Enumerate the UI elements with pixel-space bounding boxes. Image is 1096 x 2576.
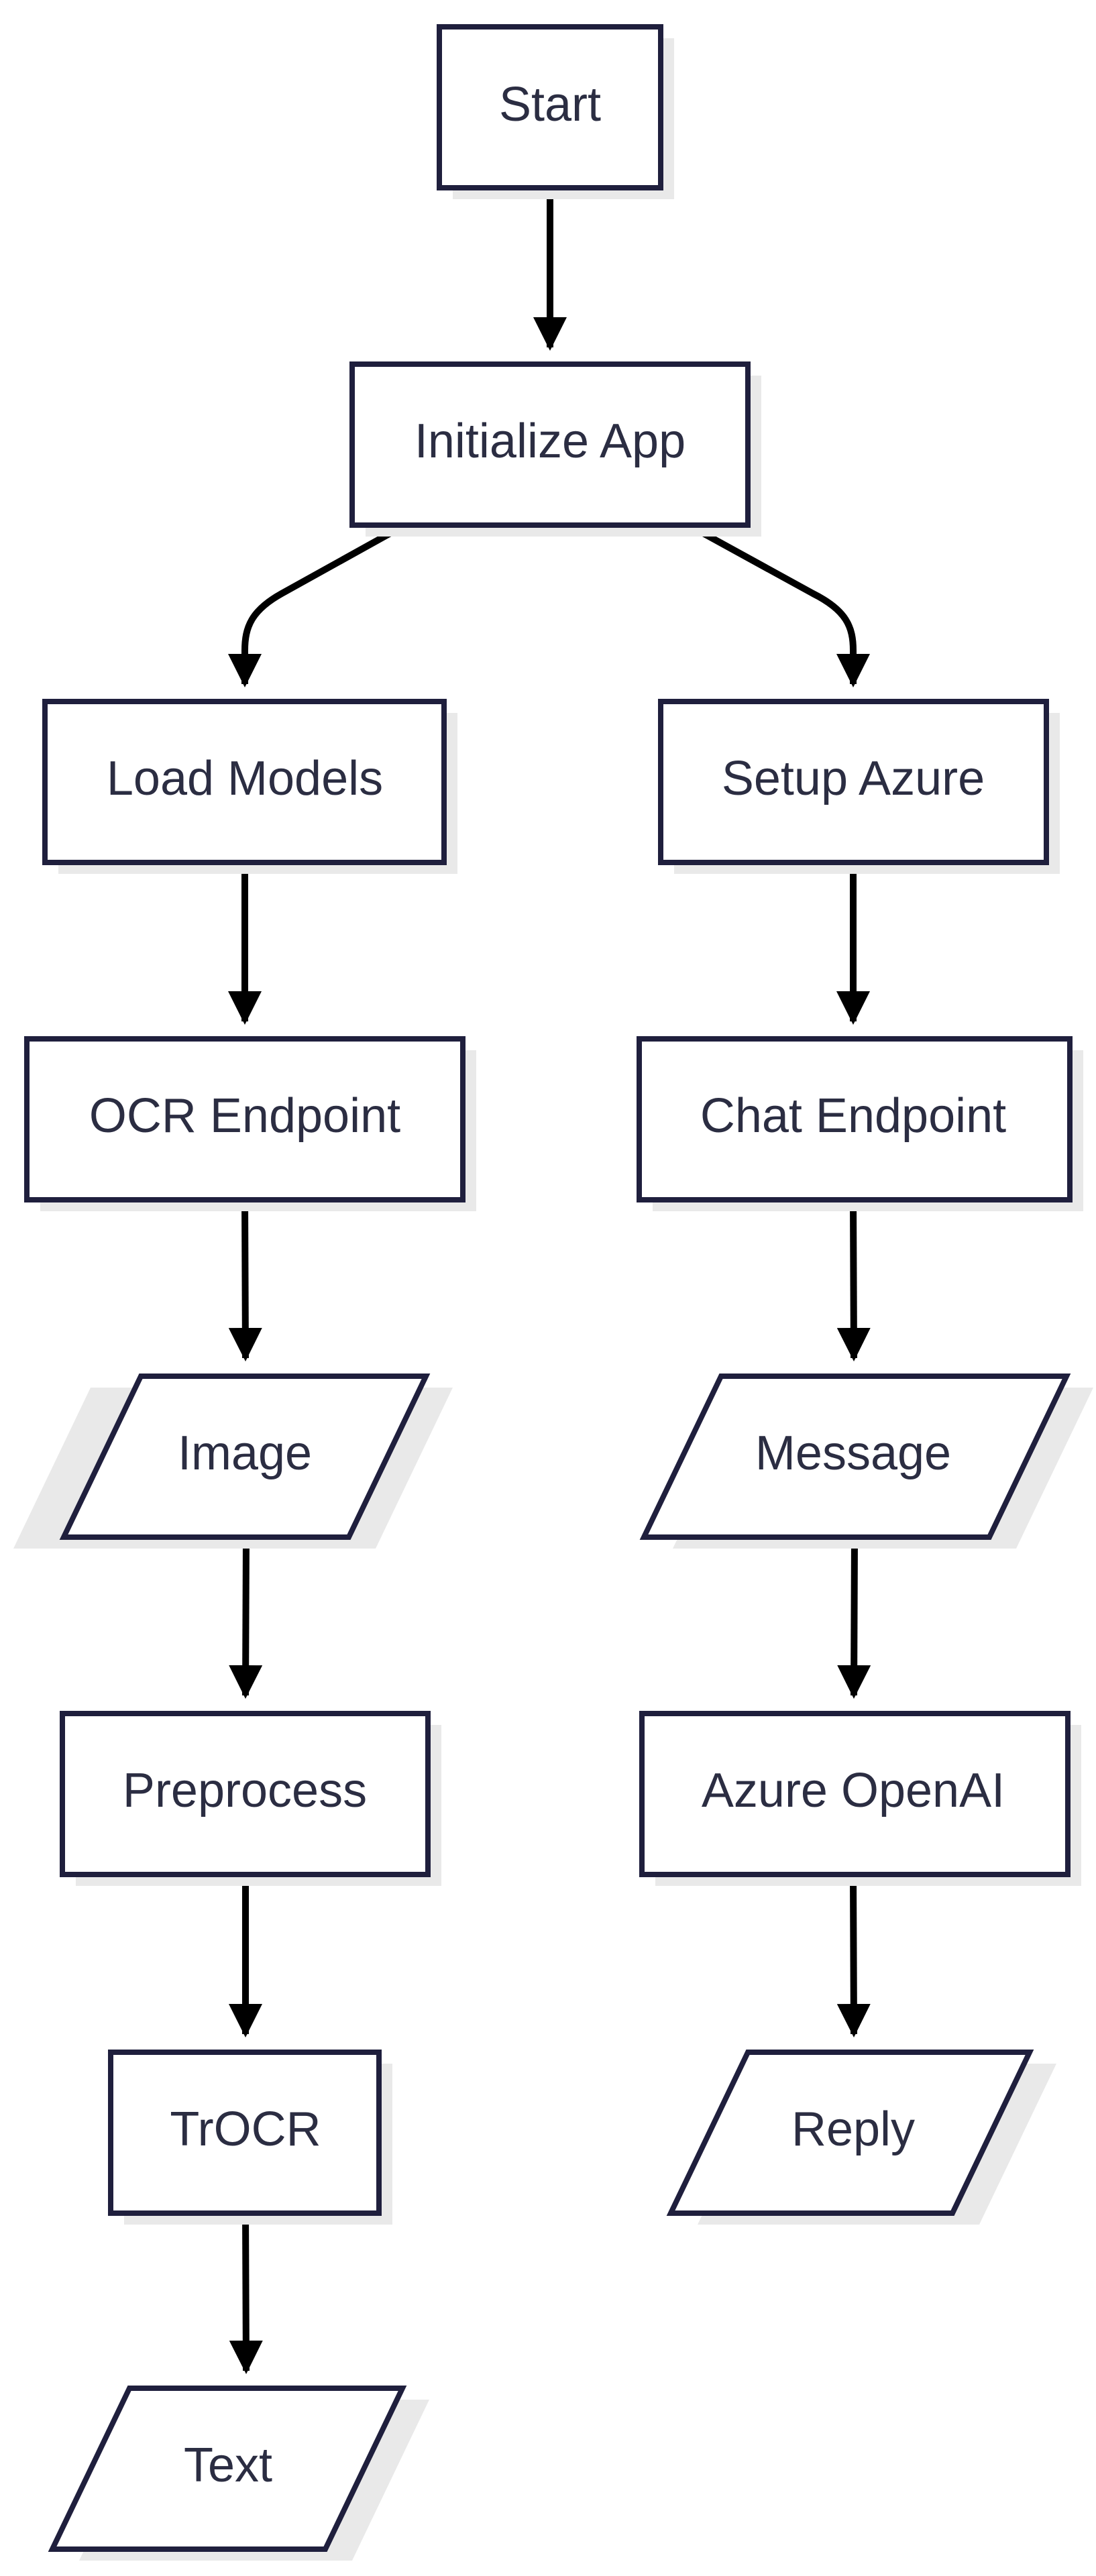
node-trocr: TrOCR (108, 2050, 392, 2225)
edge-openai-reply (836, 1874, 871, 2037)
node-ocr-label: OCR Endpoint (89, 1089, 400, 1143)
node-text-label: Text (184, 2439, 272, 2492)
node-message: Message (639, 1374, 1093, 1549)
edge-message-openai (837, 1537, 871, 1699)
nodes: Start Initialize App Load Models Setup A… (13, 24, 1093, 2561)
node-start: Start (437, 24, 674, 199)
node-image-label: Image (178, 1426, 312, 1480)
node-chat: Chat Endpoint (637, 1036, 1083, 1211)
node-trocr-label: TrOCR (170, 2103, 321, 2156)
node-pre-label: Preprocess (123, 1764, 367, 1817)
node-init: Initialize App (349, 361, 761, 537)
edge-init-azure (689, 523, 870, 687)
edge-init-load (228, 523, 404, 687)
node-azure-label: Setup Azure (722, 752, 985, 805)
node-init-label: Initialize App (415, 414, 686, 468)
edge-image-pre (229, 1537, 263, 1699)
node-message-label: Message (755, 1426, 951, 1480)
node-load-label: Load Models (107, 752, 383, 805)
node-text: Text (48, 2386, 429, 2561)
node-image: Image (13, 1374, 453, 1549)
node-openai-label: Azure OpenAI (702, 1764, 1005, 1817)
edges (228, 189, 871, 2374)
node-azure: Setup Azure (658, 699, 1060, 874)
node-ocr: OCR Endpoint (24, 1036, 476, 1211)
node-chat-label: Chat Endpoint (700, 1089, 1006, 1143)
node-openai: Azure OpenAI (639, 1711, 1081, 1886)
edge-trocr-text (229, 2211, 263, 2374)
node-reply-label: Reply (791, 2103, 915, 2156)
node-pre: Preprocess (60, 1711, 441, 1886)
node-load: Load Models (42, 699, 457, 874)
edge-chat-message (836, 1198, 871, 1361)
node-reply: Reply (666, 2050, 1056, 2225)
node-start-label: Start (499, 78, 601, 131)
